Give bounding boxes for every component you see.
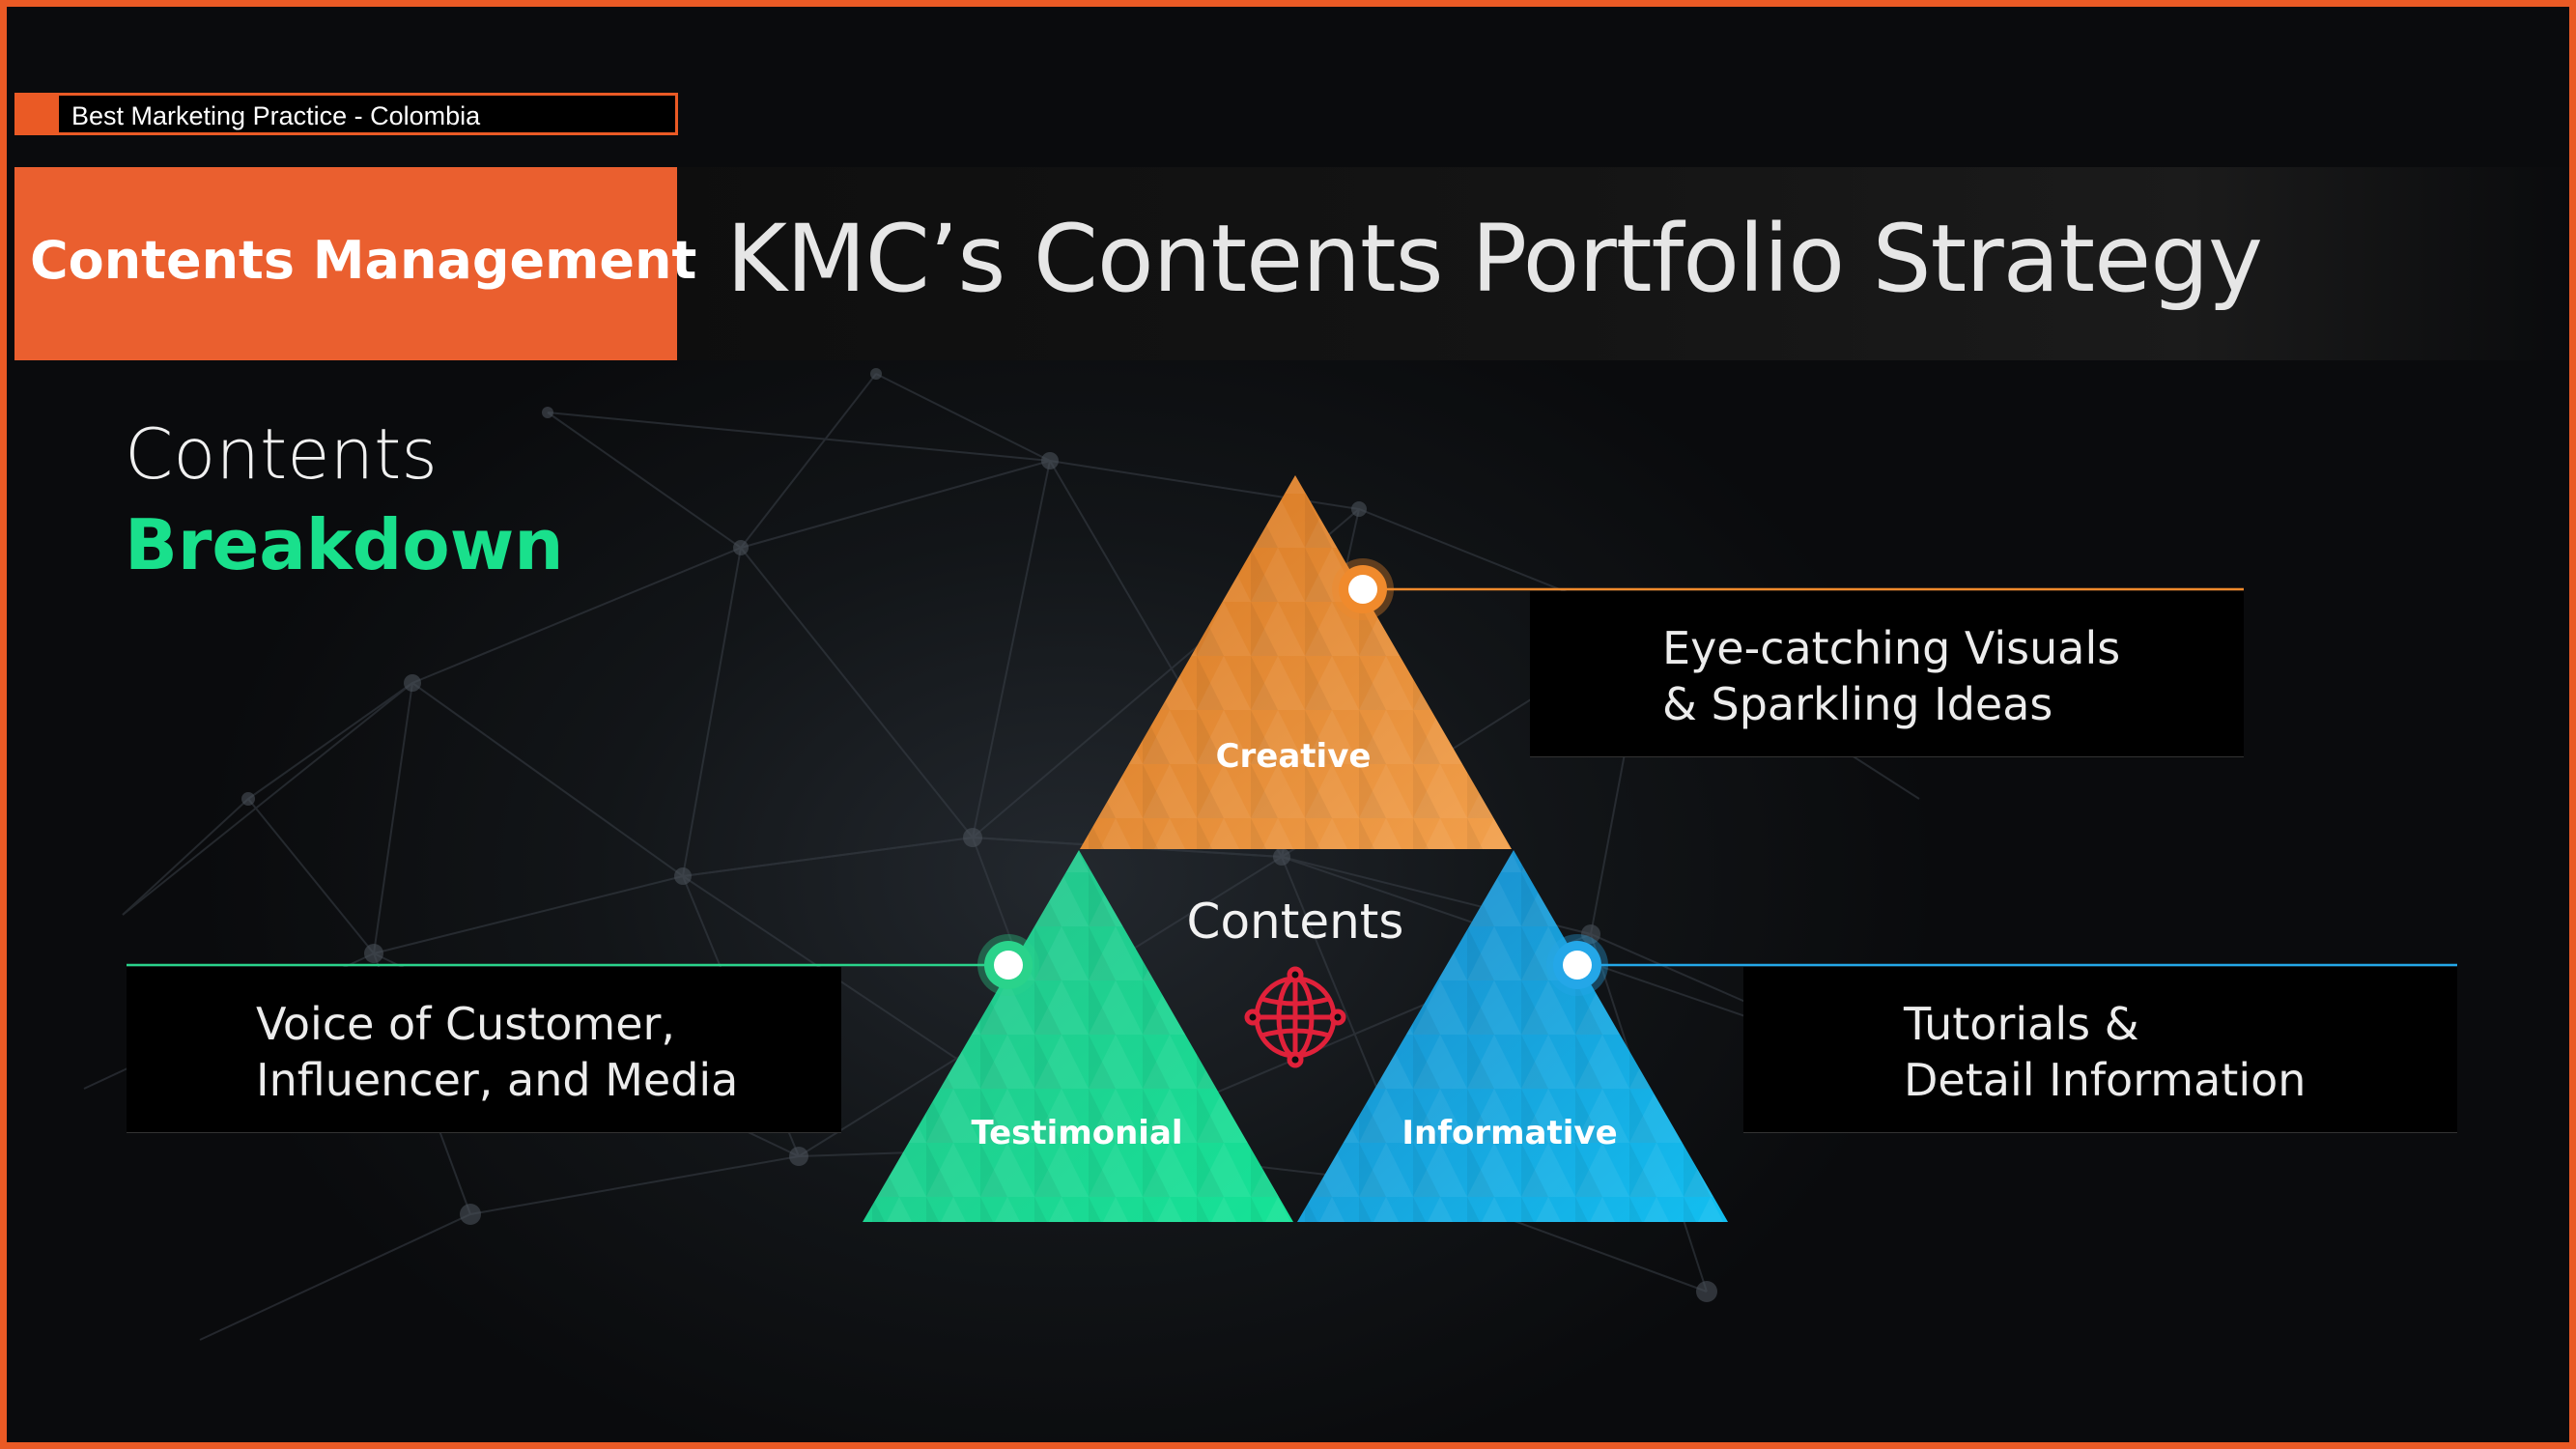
- breadcrumb: Best Marketing Practice - Colombia: [14, 93, 678, 135]
- informative-triangle-texture: [1297, 850, 1728, 1222]
- breadcrumb-label: Best Marketing Practice - Colombia: [71, 101, 481, 130]
- informative-description: Tutorials & Detail Information: [1904, 996, 2306, 1108]
- creative-label: Creative: [1216, 737, 1372, 776]
- creative-triangle-texture: [1080, 475, 1512, 849]
- testimonial-connector-dot: [977, 934, 1039, 996]
- testimonial-triangle-texture: [863, 850, 1293, 1222]
- testimonial-description-line-1: Voice of Customer,: [256, 998, 676, 1050]
- page-title: KMC’s Contents Portfolio Strategy: [726, 205, 2263, 313]
- section-heading-primary: Contents: [125, 413, 438, 495]
- section-tag: Contents Management: [14, 167, 696, 360]
- center-label: Contents: [1187, 894, 1404, 950]
- testimonial-description-line-2: Influencer, and Media: [256, 1054, 739, 1106]
- testimonial-callout: Voice of Customer, Influencer, and Media: [127, 967, 841, 1133]
- informative-description-line-1: Tutorials &: [1904, 998, 2139, 1050]
- breadcrumb-accent: [17, 96, 59, 132]
- creative-description-line-2: & Sparkling Ideas: [1662, 678, 2053, 730]
- contents-triangle-diagram: Creative Testimonial Informative Content…: [127, 475, 2457, 1222]
- globe-network-icon: [1244, 966, 1346, 1068]
- creative-callout: Eye-catching Visuals & Sparkling Ideas: [1530, 591, 2244, 757]
- informative-callout: Tutorials & Detail Information: [1743, 967, 2457, 1133]
- testimonial-description: Voice of Customer, Influencer, and Media: [256, 996, 738, 1108]
- section-tag-label: Contents Management: [30, 230, 697, 291]
- informative-description-line-2: Detail Information: [1904, 1054, 2307, 1106]
- section-heading-accent: Breakdown: [125, 504, 564, 585]
- creative-description-line-1: Eye-catching Visuals: [1662, 622, 2121, 674]
- informative-connector-dot: [1546, 934, 1608, 996]
- creative-connector-dot: [1332, 558, 1394, 620]
- creative-description: Eye-catching Visuals & Sparkling Ideas: [1662, 620, 2120, 732]
- testimonial-label: Testimonial: [971, 1114, 1182, 1152]
- informative-label: Informative: [1401, 1114, 1617, 1152]
